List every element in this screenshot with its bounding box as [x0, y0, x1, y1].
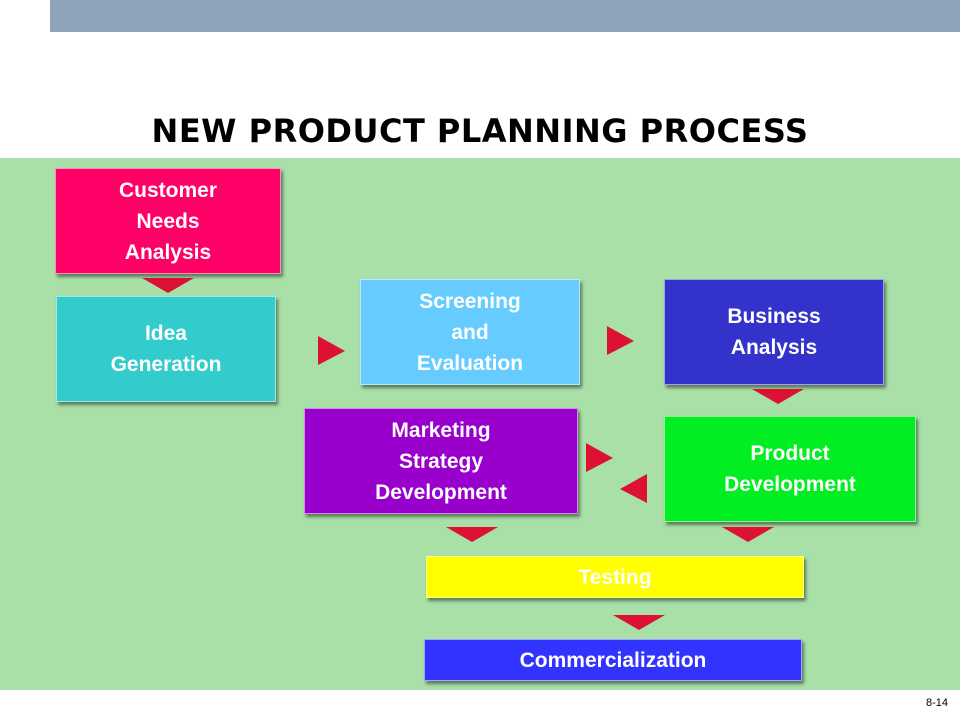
- step-testing: Testing: [426, 556, 804, 598]
- step-marketing-strategy-development: Marketing Strategy Development: [304, 408, 578, 514]
- arrow-down-business-to-product: [752, 389, 804, 404]
- diagram-panel: Customer Needs Analysis Idea Generation …: [0, 158, 960, 690]
- step-product-development: Product Development: [664, 416, 916, 522]
- arrow-right-marketing-to-product: [586, 443, 613, 472]
- top-bar: [50, 0, 960, 32]
- arrow-left-product-to-marketing: [620, 474, 647, 503]
- arrow-right-idea-to-screening: [318, 336, 345, 365]
- arrow-right-screening-to-business: [607, 326, 634, 355]
- step-idea-generation: Idea Generation: [56, 296, 276, 402]
- arrow-down-product-to-testing: [722, 527, 774, 542]
- step-screening-and-evaluation: Screening and Evaluation: [360, 279, 580, 385]
- arrow-down-marketing-to-testing: [446, 527, 498, 542]
- step-business-analysis: Business Analysis: [664, 279, 884, 385]
- slide-title: NEW PRODUCT PLANNING PROCESS: [151, 112, 809, 150]
- page-number: 8-14: [925, 697, 948, 709]
- arrow-down-testing-to-commercialization: [613, 615, 665, 630]
- step-customer-needs-analysis: Customer Needs Analysis: [55, 168, 281, 274]
- arrow-down-customer-to-idea: [142, 278, 194, 293]
- step-commercialization: Commercialization: [424, 639, 802, 681]
